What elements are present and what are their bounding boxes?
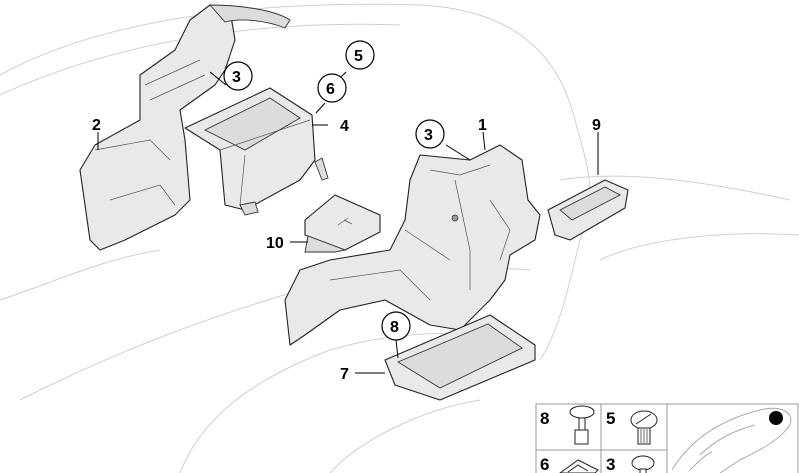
- callout-5: 5: [354, 48, 363, 65]
- callout-circle: [317, 73, 347, 103]
- part-2-side-trim: [79, 4, 291, 251]
- callout-3-right: 3: [424, 127, 433, 144]
- part-10-bracket: [304, 194, 381, 253]
- callout-1: 1: [478, 117, 487, 134]
- push-rivet-icon: [569, 405, 595, 445]
- leader-lines: [97, 71, 599, 374]
- legend-number-3: 3: [606, 455, 615, 473]
- callout-circle: [415, 119, 445, 149]
- callout-7: 7: [340, 366, 349, 383]
- callout-10: 10: [266, 235, 284, 252]
- car-location-thumbnail: [671, 407, 792, 473]
- location-marker: [769, 411, 783, 425]
- part-1-trunk-trim: [284, 144, 541, 346]
- fastener-legend: 8 5 6 3: [535, 403, 799, 473]
- legend-number-5: 5: [606, 409, 615, 428]
- callout-2: 2: [92, 117, 101, 134]
- clip-plate-icon: [559, 459, 599, 473]
- callout-circle: [381, 311, 411, 341]
- callout-4: 4: [340, 118, 349, 135]
- callout-8: 8: [390, 319, 399, 336]
- part-9-storage-tray: [547, 179, 629, 241]
- callout-3-left: 3: [232, 69, 241, 86]
- callout-circle: [345, 40, 375, 70]
- part-7-floor-tray: [384, 314, 536, 401]
- legend-number-6: 6: [540, 455, 549, 473]
- clip-icon: [631, 455, 655, 473]
- part-4-cover: [184, 87, 329, 216]
- callout-6: 6: [326, 81, 335, 98]
- callout-circle: [223, 61, 253, 91]
- legend-number-8: 8: [540, 409, 549, 428]
- expanding-rivet-icon: [630, 410, 658, 445]
- callout-9: 9: [592, 117, 601, 134]
